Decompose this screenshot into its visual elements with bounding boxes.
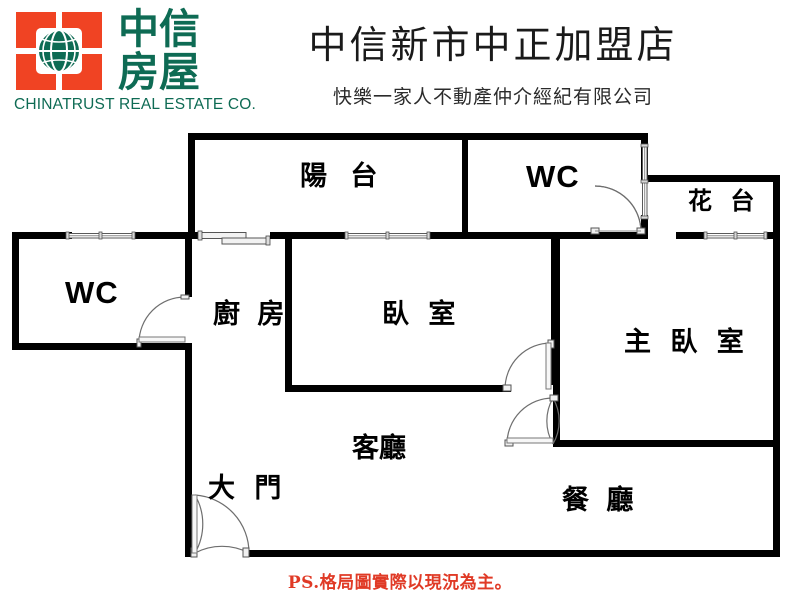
room-label-main-entrance: 大 門	[208, 473, 287, 504]
window-bedroom	[344, 231, 431, 240]
logo-brand-cjk: 中信 房屋	[118, 5, 200, 96]
room-label-master-bedroom: 主 臥 室	[624, 327, 749, 358]
globe-icon	[37, 29, 81, 73]
door-master	[504, 394, 560, 447]
disclaimer-note: PS.格局圖實際以現況為主。	[287, 573, 513, 593]
company-subtitle: 快樂一家人不動產仲介經紀有限公司	[332, 86, 653, 108]
door-wc-top	[590, 185, 646, 235]
room-label-kitchen: 廚 房	[213, 299, 289, 330]
room-label-wc-top: WC	[526, 159, 580, 194]
room-label-flower-platform: 花 台	[688, 186, 760, 215]
window-flower	[703, 231, 768, 240]
sliding-door-balcony	[197, 230, 277, 246]
company-logo: 中信 房屋 CHINATRUST REAL ESTATE CO.	[14, 5, 256, 120]
room-label-bedroom: 臥 室	[382, 299, 461, 330]
room-label-wc-left: WC	[65, 275, 119, 310]
door-bedroom	[502, 339, 555, 392]
window-wc-top	[640, 143, 649, 220]
logo-brand-en: CHINATRUST REAL ESTATE CO.	[14, 96, 257, 113]
windows	[65, 143, 768, 246]
room-label-dining-room: 餐 廳	[562, 485, 638, 516]
door-main-entrance	[190, 494, 250, 558]
header-banner: 中信 房屋 CHINATRUST REAL ESTATE CO. 中信新市中正加…	[0, 0, 800, 128]
chinatrust-logo-mark	[16, 12, 102, 90]
room-label-balcony: 陽 台	[300, 161, 385, 192]
page-title: 中信新市中正加盟店	[308, 23, 678, 67]
room-label-living-room: 客廳	[352, 433, 406, 464]
doors	[136, 185, 646, 558]
window-wc-left	[65, 231, 136, 240]
door-wc-left	[136, 294, 190, 348]
